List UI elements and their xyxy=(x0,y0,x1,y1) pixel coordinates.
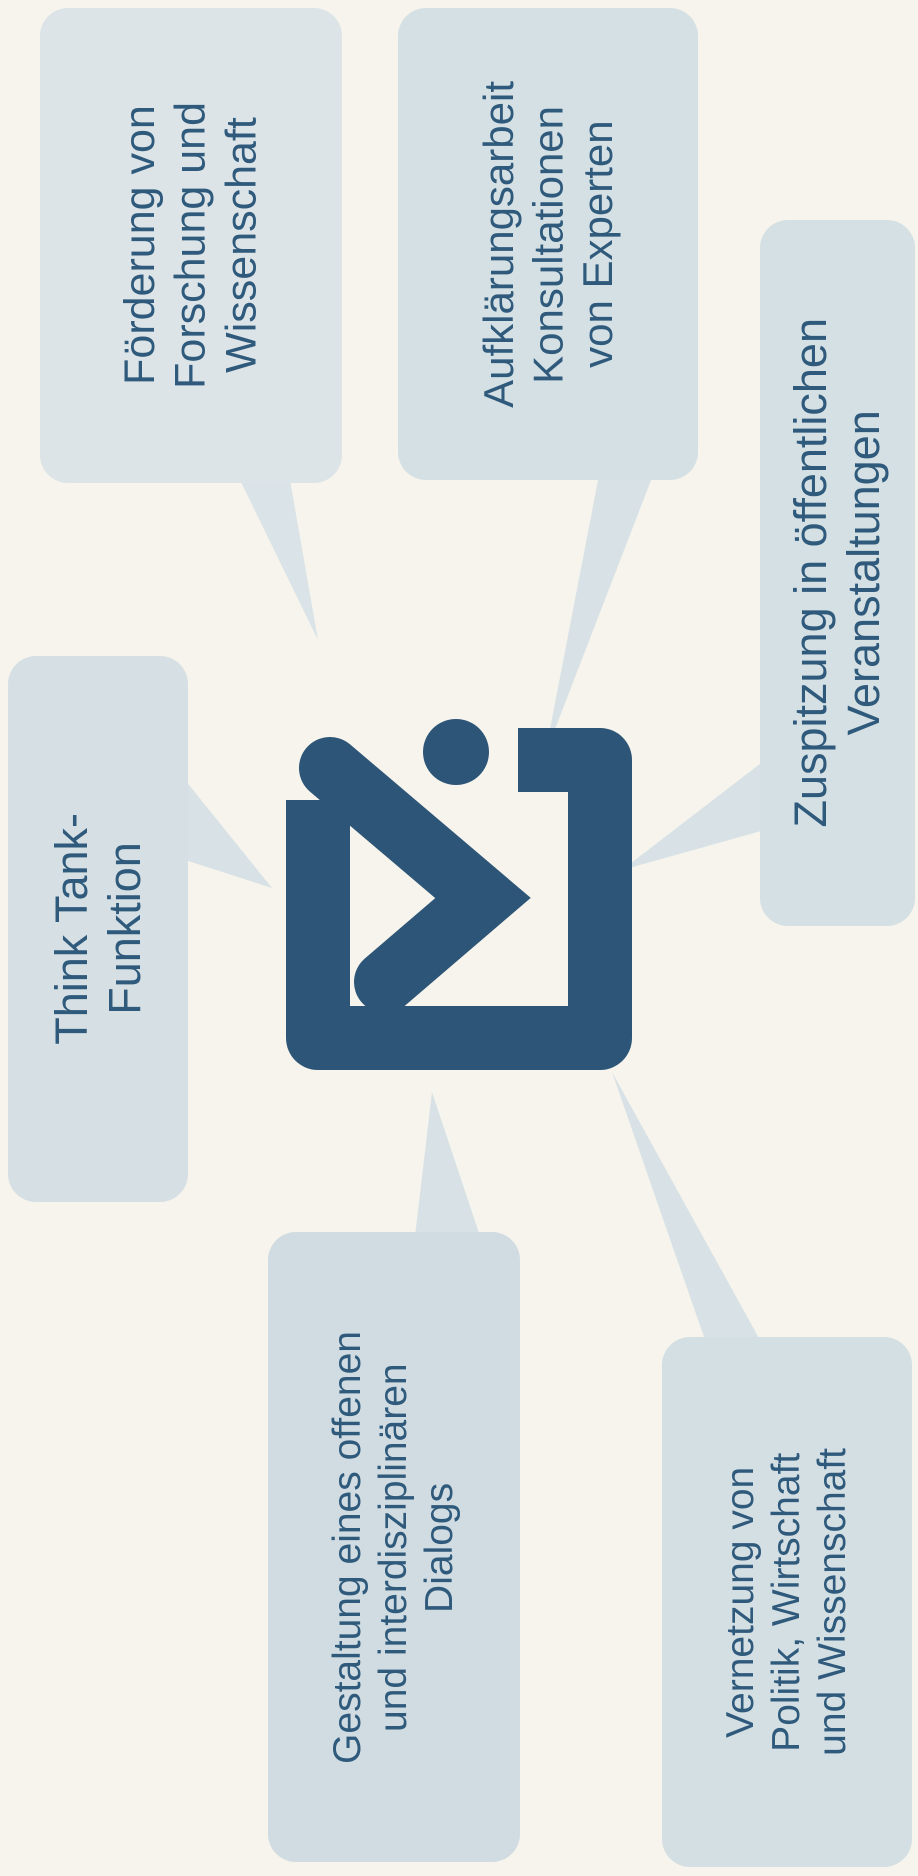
bubble-label-gestaltung: Gestaltung eines offenen und interdiszip… xyxy=(325,1330,461,1764)
bubble-label-zuspitzung: Zuspitzung in öffentlichen Veranstaltung… xyxy=(785,318,890,828)
logo xyxy=(286,719,632,1070)
bubble-gestaltung: Gestaltung eines offenen und interdiszip… xyxy=(268,1232,520,1862)
bubble-label-vernetzung: Vernetzung von Politik, Wirtschaft und W… xyxy=(718,1448,854,1756)
bubble-tail-gestaltung xyxy=(415,1092,480,1236)
bubble-tail-zuspitzung xyxy=(622,760,765,870)
bubble-tail-foerderung xyxy=(240,480,318,640)
bubble-tail-aufklaerung xyxy=(545,470,655,755)
bubble-foerderung: Förderung von Forschung und Wissenschaft xyxy=(40,8,342,483)
bubble-tail-thinktank xyxy=(185,780,272,888)
bubble-aufklaerung: Aufklärungsarbeit Konsultationen von Exp… xyxy=(398,8,698,480)
bubble-label-thinktank: Think Tank- Funktion xyxy=(45,813,150,1045)
bubble-tail-vernetzung xyxy=(612,1072,760,1340)
logo-bracket xyxy=(286,728,632,1070)
bubble-thinktank: Think Tank- Funktion xyxy=(8,656,188,1202)
logo-dot xyxy=(423,719,489,785)
bubble-zuspitzung: Zuspitzung in öffentlichen Veranstaltung… xyxy=(760,220,915,926)
bubble-label-aufklaerung: Aufklärungsarbeit Konsultationen von Exp… xyxy=(474,80,621,408)
play-chevron-icon xyxy=(299,737,531,1013)
bubble-vernetzung: Vernetzung von Politik, Wirtschaft und W… xyxy=(662,1337,912,1867)
bubble-label-foerderung: Förderung von Forschung und Wissenschaft xyxy=(115,102,266,389)
